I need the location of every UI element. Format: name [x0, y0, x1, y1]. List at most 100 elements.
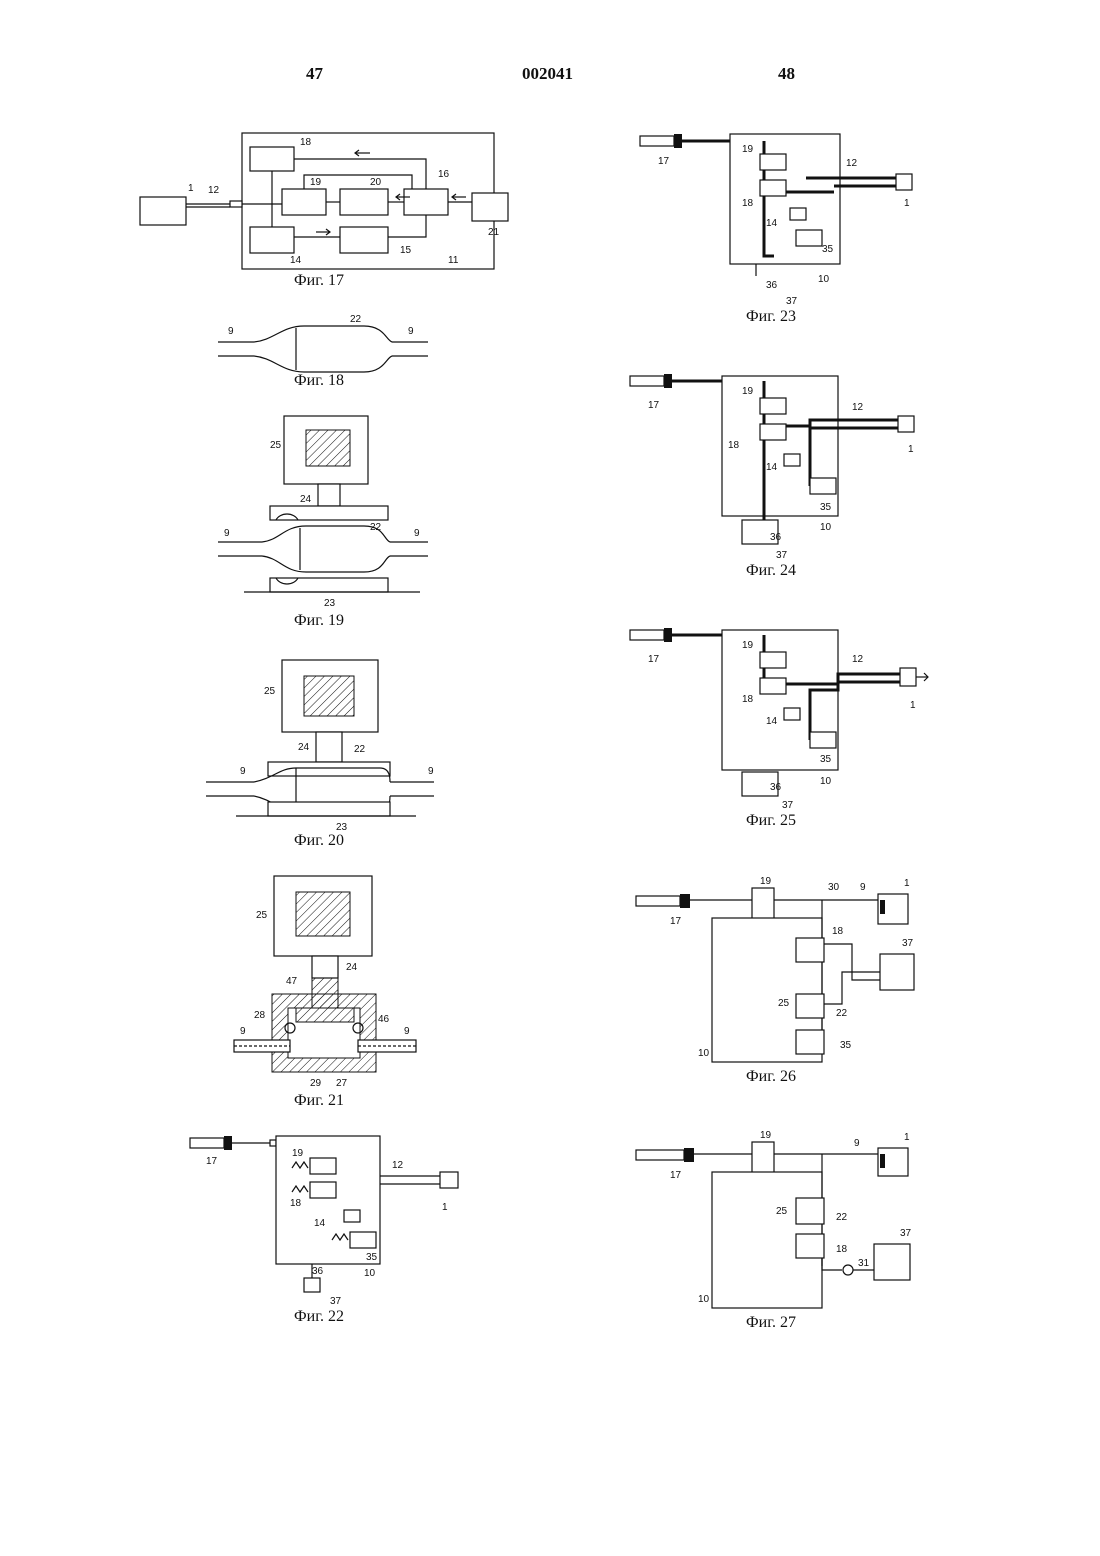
svg-text:37: 37	[902, 938, 914, 949]
svg-text:17: 17	[648, 654, 660, 665]
svg-text:1: 1	[904, 878, 910, 889]
figure-23-caption: Фиг. 23	[746, 308, 796, 326]
svg-text:18: 18	[300, 137, 312, 148]
svg-text:1: 1	[188, 183, 194, 194]
svg-text:1: 1	[904, 1132, 910, 1143]
svg-text:1: 1	[910, 700, 916, 711]
svg-text:24: 24	[298, 742, 310, 753]
svg-text:10: 10	[364, 1268, 376, 1279]
svg-text:19: 19	[760, 1130, 772, 1141]
svg-text:18: 18	[290, 1198, 302, 1209]
figure-19-caption: Фиг. 19	[294, 612, 344, 630]
svg-text:19: 19	[742, 640, 754, 651]
svg-text:12: 12	[846, 158, 858, 169]
figure-22-caption: Фиг. 22	[294, 1308, 344, 1326]
figure-24-caption: Фиг. 24	[746, 562, 796, 580]
svg-text:37: 37	[782, 800, 794, 811]
svg-text:10: 10	[820, 522, 832, 533]
svg-text:24: 24	[300, 494, 312, 505]
svg-text:10: 10	[698, 1294, 710, 1305]
figure-21-diagram: 25 24 47 28 46 9 9 29 27	[226, 872, 426, 1092]
svg-text:1: 1	[908, 444, 914, 455]
svg-text:12: 12	[392, 1160, 404, 1171]
figure-18-caption: Фиг. 18	[294, 372, 344, 390]
svg-text:17: 17	[670, 916, 682, 927]
svg-text:19: 19	[310, 177, 322, 188]
svg-text:18: 18	[742, 694, 754, 705]
svg-text:9: 9	[408, 326, 414, 337]
left-page-number: 47	[306, 64, 323, 84]
svg-text:17: 17	[658, 156, 670, 167]
svg-text:17: 17	[206, 1156, 218, 1167]
svg-text:9: 9	[414, 528, 420, 539]
svg-text:21: 21	[488, 227, 500, 238]
svg-text:36: 36	[770, 782, 782, 793]
svg-text:30: 30	[828, 882, 840, 893]
svg-text:19: 19	[292, 1148, 304, 1159]
svg-text:22: 22	[836, 1212, 848, 1223]
svg-text:9: 9	[428, 766, 434, 777]
svg-text:18: 18	[728, 440, 740, 451]
svg-text:9: 9	[228, 326, 234, 337]
figure-25-diagram: 17 19 12 18 1 14 35 36 10 37	[624, 620, 944, 816]
svg-text:1: 1	[904, 198, 910, 209]
svg-text:46: 46	[378, 1014, 390, 1025]
svg-text:14: 14	[766, 218, 778, 229]
document-number: 002041	[522, 64, 573, 84]
svg-text:12: 12	[208, 185, 220, 196]
svg-text:20: 20	[370, 177, 382, 188]
svg-text:14: 14	[314, 1218, 326, 1229]
svg-text:19: 19	[742, 386, 754, 397]
svg-text:1: 1	[442, 1202, 448, 1213]
svg-text:15: 15	[400, 245, 412, 256]
svg-text:14: 14	[766, 716, 778, 727]
figure-17-diagram: 1 12 18 19 20 16 21 14 15 11	[130, 125, 530, 285]
figure-26-diagram: 19 30 9 1 17 18 37 25 22 35 10	[632, 874, 932, 1070]
figure-22-diagram: 17 19 12 18 1 14 35 36 10 37	[186, 1128, 486, 1310]
figure-21-caption: Фиг. 21	[294, 1092, 344, 1110]
svg-text:35: 35	[366, 1252, 378, 1263]
svg-text:25: 25	[776, 1206, 788, 1217]
svg-text:37: 37	[900, 1228, 912, 1239]
svg-text:24: 24	[346, 962, 358, 973]
svg-text:25: 25	[778, 998, 790, 1009]
svg-text:35: 35	[840, 1040, 852, 1051]
figure-27-diagram: 19 9 1 17 25 22 37 18 31 10	[632, 1124, 932, 1314]
svg-text:37: 37	[786, 296, 798, 307]
figure-25-caption: Фиг. 25	[746, 812, 796, 830]
svg-text:9: 9	[224, 528, 230, 539]
svg-text:17: 17	[648, 400, 660, 411]
figure-20-caption: Фиг. 20	[294, 832, 344, 850]
svg-text:31: 31	[858, 1258, 870, 1269]
svg-text:9: 9	[240, 1026, 246, 1037]
svg-text:25: 25	[270, 440, 282, 451]
figure-18-diagram: 9 22 9	[214, 312, 434, 374]
svg-text:18: 18	[742, 198, 754, 209]
svg-text:25: 25	[264, 686, 276, 697]
svg-text:14: 14	[290, 255, 302, 266]
svg-text:35: 35	[822, 244, 834, 255]
figure-26-caption: Фиг. 26	[746, 1068, 796, 1086]
svg-text:29: 29	[310, 1078, 322, 1089]
svg-text:12: 12	[852, 402, 864, 413]
figure-23-diagram: 17 19 12 18 1 14 35 36 10 37	[636, 126, 936, 312]
svg-text:28: 28	[254, 1010, 266, 1021]
svg-text:9: 9	[854, 1138, 860, 1149]
svg-text:23: 23	[324, 598, 336, 608]
svg-text:12: 12	[852, 654, 864, 665]
svg-text:9: 9	[240, 766, 246, 777]
svg-text:37: 37	[776, 550, 788, 561]
svg-text:19: 19	[742, 144, 754, 155]
svg-text:25: 25	[256, 910, 268, 921]
svg-text:10: 10	[820, 776, 832, 787]
svg-text:35: 35	[820, 754, 832, 765]
svg-text:22: 22	[354, 744, 366, 755]
svg-text:11: 11	[448, 255, 459, 266]
svg-text:36: 36	[766, 280, 778, 291]
figure-19-diagram: 25 24 9 22 9 23	[214, 408, 434, 608]
svg-text:37: 37	[330, 1296, 342, 1307]
svg-text:47: 47	[286, 976, 298, 987]
svg-text:22: 22	[350, 314, 362, 325]
svg-text:36: 36	[770, 532, 782, 543]
